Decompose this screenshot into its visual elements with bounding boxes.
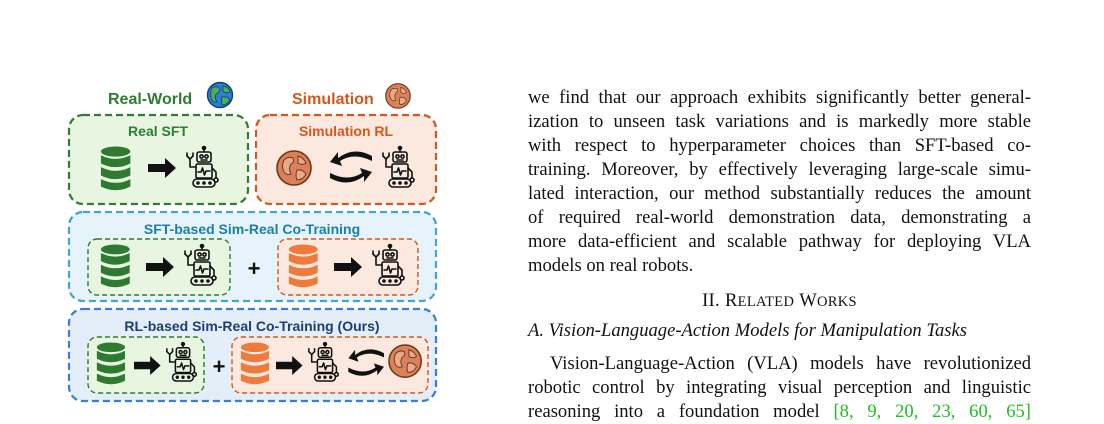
paragraph-intro: we find that our approach exhibits signi…	[528, 86, 1031, 278]
subsection-heading: A. Vision-Language-Action Models for Man…	[528, 320, 968, 341]
citation-link[interactable]: [8, 9, 20, 23, 60, 65]	[833, 401, 1031, 422]
real-sft-label: Real SFT	[128, 123, 188, 139]
text-line: of required real-world demonstration dat…	[528, 207, 1031, 228]
text-line: ization to unseen task variations and is…	[528, 111, 1031, 132]
globe-icon	[388, 344, 423, 379]
paragraph-vla: Vision-Language-Action (VLA) models have…	[528, 352, 1031, 424]
section-title-part: ELATED	[737, 294, 795, 310]
text-segment: reasoning into a foundation model	[528, 401, 820, 422]
text-line: Vision-Language-Action (VLA) models have…	[550, 353, 1031, 374]
rl-cotrain-label: RL-based Sim-Real Co-Training (Ours)	[124, 318, 379, 334]
text-line: models on real robots.	[528, 255, 694, 276]
text-line: training. Moreover, by effectively lever…	[528, 159, 1031, 180]
plus-sign: +	[213, 354, 226, 379]
section-heading: II. RELATED WORKS	[528, 290, 1031, 312]
sft-cotrain-label: SFT-based Sim-Real Co-Training	[144, 221, 360, 237]
section-title-part: ORKS	[817, 294, 857, 310]
globe-icon-sim	[385, 83, 411, 109]
text-line: with respect to hyperparameter choices t…	[528, 135, 1031, 156]
real-world-label: Real-World	[108, 91, 192, 108]
text-line: reasoning into a foundation model [8, 9,…	[528, 400, 1031, 424]
section-title-part: W	[799, 290, 818, 311]
simulation-rl-label: Simulation RL	[299, 123, 394, 139]
globe-icon-earth	[206, 81, 234, 109]
text-line: robotic control by integrating visual pe…	[528, 377, 1031, 398]
figure-sim-real-cotraining: Real-World Simulation Real SFT Simulatio…	[60, 78, 450, 405]
plus-sign: +	[248, 256, 261, 281]
globe-icon	[276, 150, 312, 186]
text-line: more data-efficient and scalable pathway…	[528, 231, 1031, 252]
simulation-label: Simulation	[292, 91, 374, 108]
section-title-part: R	[724, 290, 738, 311]
section-number: II.	[702, 290, 720, 311]
text-line: we find that our approach exhibits signi…	[528, 87, 1031, 108]
text-line: lated interaction, our method substantia…	[528, 183, 1031, 204]
